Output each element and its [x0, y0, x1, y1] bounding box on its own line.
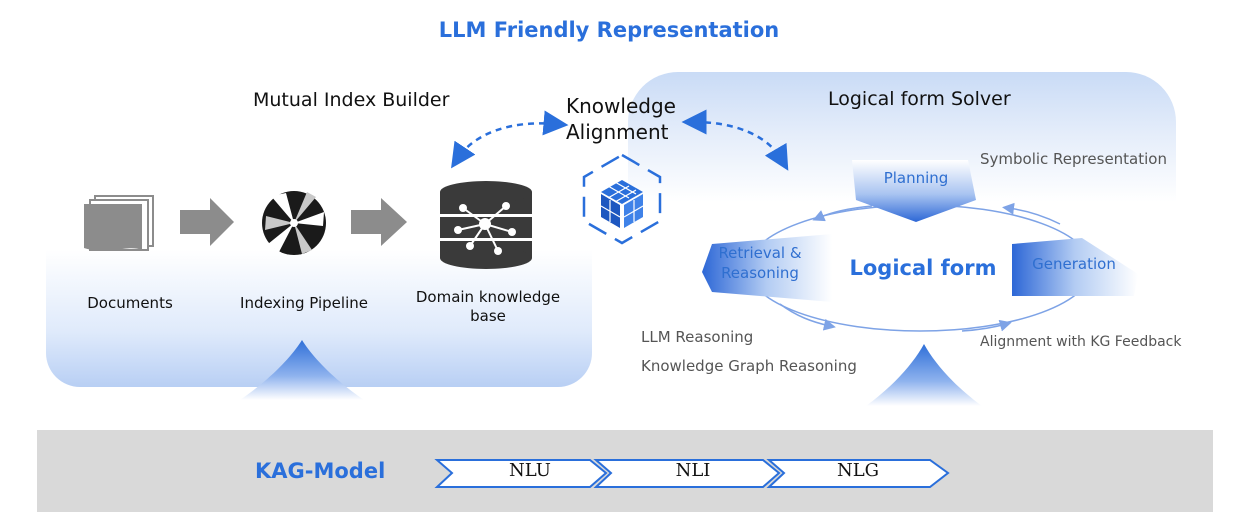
knowledge-alignment-title-line2: Alignment: [566, 120, 669, 144]
domain-knowledge-base-label: Domain knowledge base: [415, 288, 561, 325]
llm-reasoning-label: LLM Reasoning: [641, 328, 754, 346]
chevron-nli-shape: [593, 459, 781, 488]
retrieval-label-line1: Retrieval &: [718, 244, 802, 262]
right-cone-graphic: [866, 344, 982, 406]
mutual-index-builder-title: Mutual Index Builder: [253, 89, 450, 111]
alignment-arrow-left: [451, 110, 569, 169]
left-cone-graphic: [240, 340, 364, 400]
retrieval-reasoning-label: Retrieval & Reasoning: [706, 243, 814, 283]
cycle-arrow-icon: [961, 319, 1012, 332]
knowledge-alignment-title-line1: Knowledge: [566, 94, 676, 118]
cube-icon: [582, 153, 662, 245]
generation-funnel: [1012, 238, 1138, 296]
retrieval-label-line2: Reasoning: [721, 264, 799, 282]
cycle-arrow-icon: [1002, 202, 1061, 225]
arrow-right-icon: [180, 198, 234, 246]
documents-icon: [84, 195, 154, 251]
chevron-nlu-shape: [434, 459, 608, 488]
logical-form-label: Logical form: [849, 256, 997, 280]
kag-model-title: KAG-Model: [255, 459, 386, 483]
logical-form-solver-title: Logical form Solver: [828, 88, 1011, 110]
generation-label: Generation: [1032, 255, 1116, 273]
chevron-nlg-shape: [766, 459, 950, 488]
knowledge-base-icon: [440, 181, 532, 269]
page-title: LLM Friendly Representation: [438, 18, 780, 42]
documents-label: Documents: [87, 294, 173, 312]
kg-reasoning-label: Knowledge Graph Reasoning: [641, 357, 857, 375]
nli-label: NLI: [675, 460, 711, 481]
arrow-right-icon: [351, 198, 407, 246]
nlg-label: NLG: [836, 460, 880, 481]
alignment-kg-feedback-label: Alignment with KG Feedback: [980, 334, 1182, 350]
retrieval-funnel: [702, 234, 832, 302]
cycle-arrow-icon: [779, 303, 836, 331]
nlu-label: NLU: [509, 460, 551, 481]
planning-funnel: [852, 160, 976, 222]
cycle-arrow-icon: [812, 205, 873, 222]
alignment-arrow-right: [681, 109, 789, 171]
indexing-pipeline-label: Indexing Pipeline: [240, 294, 368, 312]
planning-label: Planning: [883, 169, 949, 187]
indexing-pipeline-icon: [262, 191, 326, 255]
symbolic-representation-label: Symbolic Representation: [980, 150, 1167, 168]
